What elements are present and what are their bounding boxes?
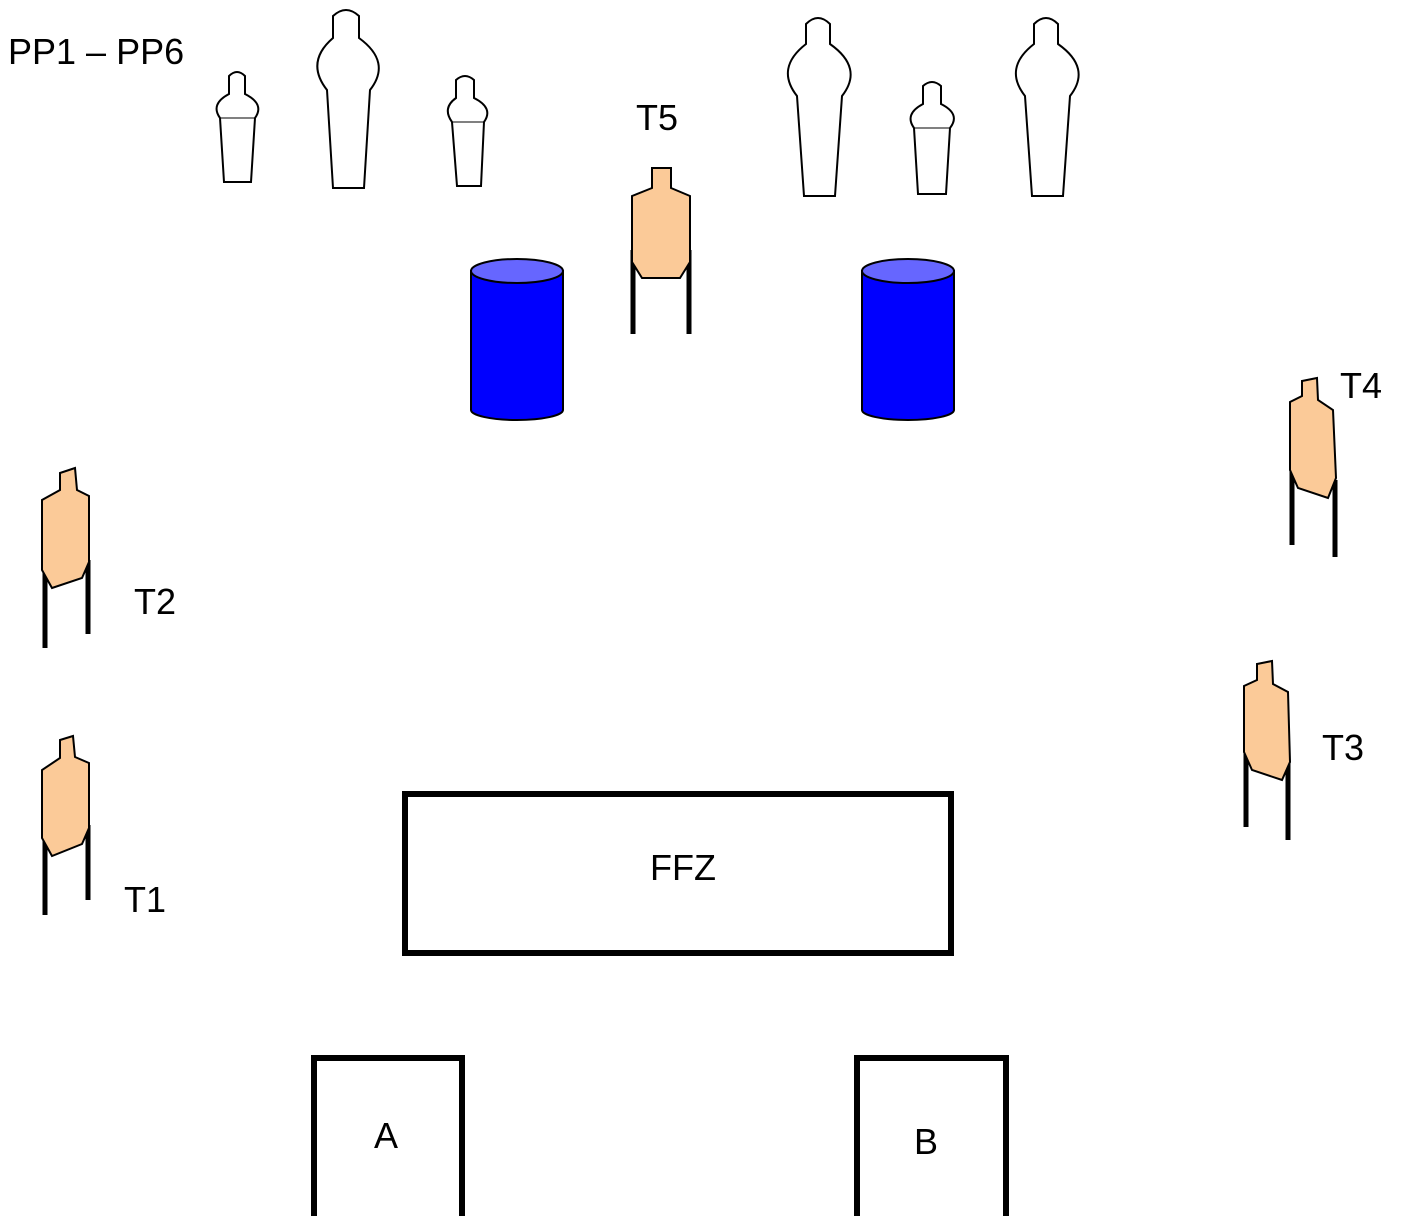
ffz-label: FFZ [650, 847, 716, 888]
start-box-a-label: A [374, 1115, 398, 1156]
target-t5 [630, 167, 692, 334]
popper-pp3 [446, 75, 489, 187]
start-box-b-label: B [914, 1121, 938, 1162]
popper-pp5 [909, 81, 955, 195]
target-t4-label: T4 [1340, 365, 1382, 406]
barrel-left [470, 258, 564, 421]
barrel-right [861, 258, 955, 421]
target-t3 [1243, 659, 1292, 840]
start-box-a [311, 1055, 465, 1216]
target-t4 [1289, 376, 1338, 557]
popper-pp2 [316, 9, 380, 189]
start-box-b [854, 1055, 1009, 1216]
target-t2 [41, 466, 91, 648]
target-t1 [41, 734, 91, 915]
popper-group [215, 9, 1080, 197]
target-t2-label: T2 [134, 581, 176, 622]
poppers-label: PP1 – PP6 [8, 31, 184, 72]
popper-pp4 [786, 17, 852, 197]
popper-pp6 [1014, 17, 1080, 197]
popper-pp1 [215, 71, 260, 183]
target-t5-label: T5 [636, 97, 678, 138]
target-t3-label: T3 [1322, 727, 1364, 768]
ffz-box [402, 791, 954, 956]
target-t1-label: T1 [124, 879, 166, 920]
